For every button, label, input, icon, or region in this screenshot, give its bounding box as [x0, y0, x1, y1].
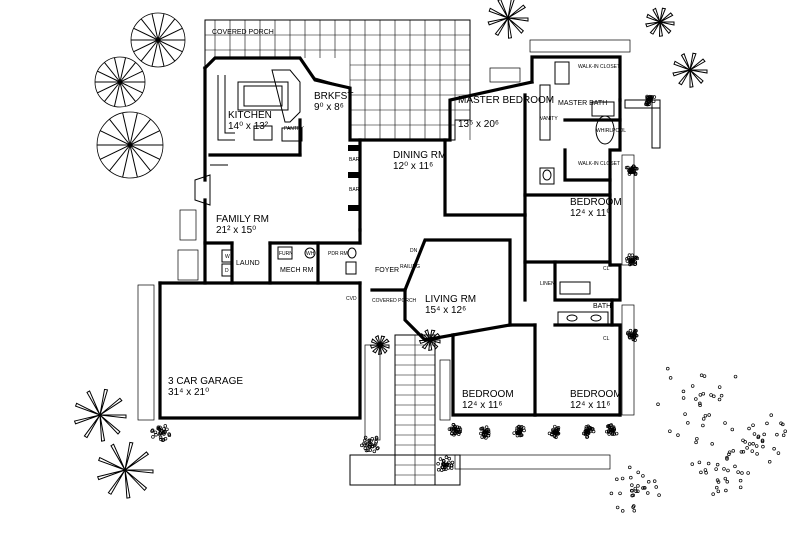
palm-icon [98, 442, 153, 498]
landscape-trees [75, 0, 787, 512]
shrub-icon [731, 414, 787, 463]
pantry-label: PANTRY [284, 126, 304, 132]
foyer-label: FOYER [375, 267, 399, 274]
shrub-icon [480, 426, 491, 440]
linen-label: LINEN [540, 281, 555, 287]
master-bath-label: MASTER BATH [558, 100, 607, 107]
walk-in-closet-1-label: WALK-IN CLOSET [578, 64, 620, 70]
bedroom-right-label: BEDROOM [570, 197, 622, 208]
covered-porch-top-label: COVERED PORCH [212, 29, 274, 36]
tree-icon [95, 57, 145, 107]
shrub-icon [610, 466, 660, 512]
wh-label: WH [306, 251, 315, 257]
shrub-icon [657, 367, 737, 444]
shrub-icon [437, 456, 454, 472]
shrub-icon [548, 425, 560, 438]
cl-label-2: CL [603, 336, 610, 342]
master-bedroom-label: MASTER BEDROOM [458, 95, 554, 106]
shrub-icon [626, 254, 639, 266]
bar-label-1: BAR [349, 157, 360, 163]
railing-label: RAILING [400, 264, 420, 270]
palm-icon [420, 330, 440, 351]
bedroom-bottom-left-label: BEDROOM [462, 389, 514, 400]
master-bedroom-dims: 13⁶ x 20⁶ [458, 119, 499, 130]
shrub-icon [448, 423, 462, 436]
shrub-icon [582, 425, 595, 439]
breakfast-dims: 9⁰ x 8⁶ [314, 102, 344, 113]
laund-label: LAUND [236, 260, 260, 267]
living-dims: 15⁴ x 12⁶ [425, 305, 466, 316]
d-label: D [225, 268, 229, 274]
breakfast-label: BRKFST [314, 91, 353, 102]
cvd-label: CVD [346, 296, 357, 302]
bedroom-bottom-right-dims: 12⁴ x 11⁶ [570, 400, 610, 411]
covered-porch-front-label: COVERED PORCH [372, 298, 417, 304]
dining-label: DINING RM [393, 150, 446, 161]
bar-label-2: BAR [349, 187, 360, 193]
shrub-icon [151, 424, 171, 441]
kitchen-label: KITCHEN [228, 110, 272, 121]
tree-icon [97, 112, 163, 178]
cl-label: CL [603, 266, 610, 272]
pdr-label: PDR RM [328, 251, 348, 257]
palm-icon [75, 389, 126, 441]
shrub-icon [626, 329, 638, 341]
furn-label: FURN [279, 251, 293, 257]
bath-label: BATH [593, 303, 611, 310]
shrub-icon [513, 425, 526, 437]
palm-icon [488, 0, 528, 38]
shrub-icon [645, 95, 656, 106]
bar-blocks [348, 145, 360, 211]
dining-dims: 12⁰ x 11⁶ [393, 161, 433, 172]
shrub-icon [625, 165, 638, 176]
bedroom-bottom-left-dims: 12⁴ x 11⁶ [462, 400, 502, 411]
mech-label: MECH RM [280, 267, 314, 274]
vanity-label: VANITY [540, 116, 558, 122]
palm-icon [673, 53, 707, 87]
shrub-icon [605, 424, 618, 436]
bedroom-bottom-right-label: BEDROOM [570, 389, 622, 400]
tree-icon [131, 13, 185, 67]
palm-icon [646, 8, 674, 36]
garage-dims: 31⁴ x 21⁰ [168, 387, 209, 398]
family-dims: 21² x 15⁰ [216, 225, 256, 236]
fireplace [195, 175, 210, 205]
living-label: LIVING RM [425, 294, 476, 305]
garage-label: 3 CAR GARAGE [168, 376, 243, 387]
shrub-icon [360, 436, 379, 453]
dn-label: DN [410, 248, 418, 254]
kitchen-dims: 14⁰ x 13² [228, 121, 269, 132]
whirlpool-label: WHIRLPOOL [596, 128, 626, 134]
bedroom-right-dims: 12⁴ x 11⁰ [570, 208, 610, 219]
family-label: FAMILY RM [216, 214, 269, 225]
w-label: W [225, 254, 230, 260]
walk-in-closet-2-label: WALK-IN CLOSET [578, 161, 620, 167]
